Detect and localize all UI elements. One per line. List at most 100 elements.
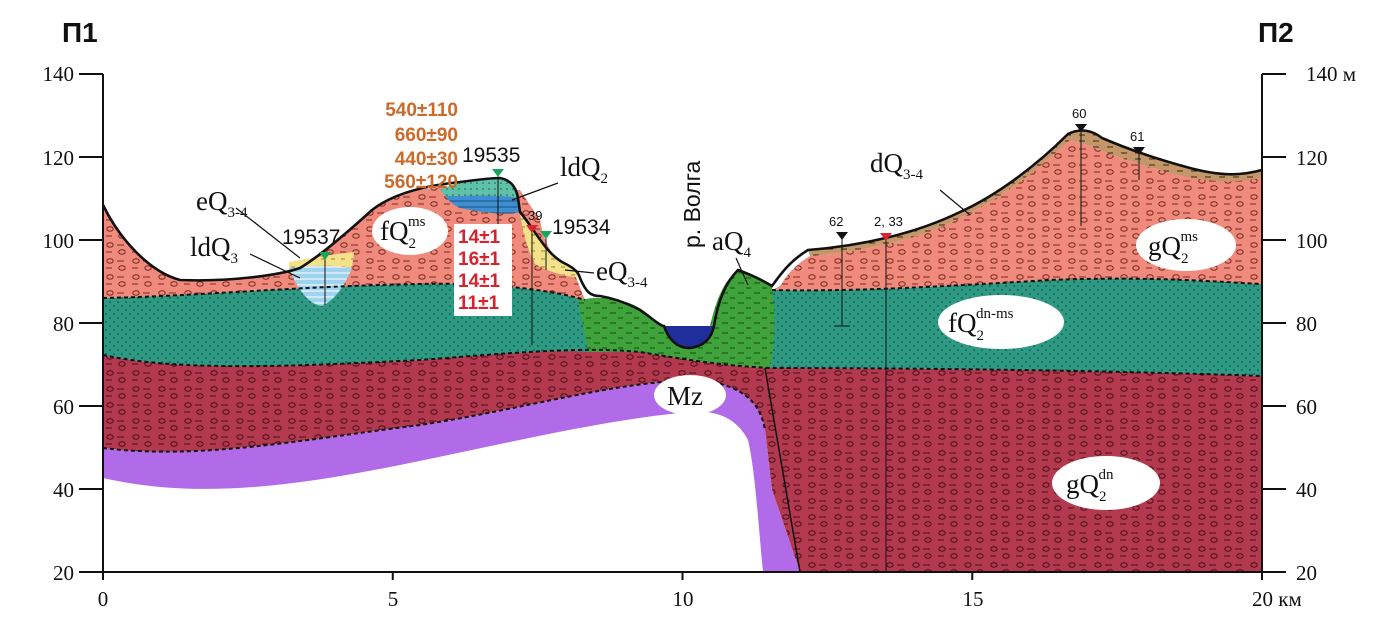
leader-aq4 <box>735 257 749 286</box>
well-39: 39 <box>528 208 542 223</box>
well-61: 61 <box>1130 129 1144 144</box>
label-eq34-right: eQ3-4 <box>596 256 648 291</box>
x-tick-5: 5 <box>388 587 399 611</box>
river-label: р. Волга <box>679 160 705 248</box>
fq2ms-sup: ms <box>408 214 426 230</box>
y-tick-left-100: 100 <box>43 229 75 253</box>
x-tick-15: 15 <box>963 587 984 611</box>
osl-age-2: 660±90 <box>395 125 458 146</box>
boundary-gq2dn-top <box>102 348 1263 377</box>
rc-age-1: 14±1 <box>458 227 501 248</box>
label-eq34-left: eQ3-4 <box>196 186 248 221</box>
unit-ldq2-body <box>445 195 520 214</box>
marker-62-icon <box>836 232 848 240</box>
ellipse-gq2dn <box>1052 456 1160 510</box>
leader-ldq3 <box>249 253 301 279</box>
gq2ms-base: gQ <box>1148 231 1182 261</box>
rc-age-3: 14±1 <box>458 271 501 292</box>
sample-19535: 19535 <box>462 144 520 167</box>
fq2ms-sub: 2 <box>409 236 417 252</box>
unit-ldq3-body <box>289 265 352 306</box>
x-tick-20-value: 20 <box>1252 587 1273 611</box>
y-tick-left-120: 120 <box>43 146 75 170</box>
y-tick-right-120: 120 <box>1296 146 1328 170</box>
unit-aq4-body <box>578 270 775 368</box>
y-tick-right-80: 80 <box>1296 312 1317 336</box>
y-tick-right-20: 20 <box>1296 561 1317 585</box>
unit-dq34-body <box>808 130 1262 256</box>
label-ldq3: ldQ3 <box>190 232 238 267</box>
gq2dn-sup: dn <box>1099 467 1115 483</box>
eq34-left-sub: 3-4 <box>227 205 247 221</box>
marker-19537-icon <box>319 252 331 260</box>
marker-19534-icon <box>540 231 552 239</box>
osl-age-4: 560±120 <box>384 172 458 193</box>
markers <box>319 124 1145 260</box>
leader-eq34-right <box>564 269 595 274</box>
unit-labels: eQ3-4 ldQ3 fQ2ms ldQ2 eQ3-4 aQ4 dQ3-4 gQ… <box>190 148 1198 505</box>
axis-labels: 140 120 100 80 60 40 20 140 м 120 100 80… <box>43 62 1357 611</box>
fq2dnms-sup: dn-ms <box>976 306 1014 322</box>
profile-end-label: П2 <box>1258 17 1294 48</box>
eq34-right-base: eQ <box>596 256 628 286</box>
osl-age-3: 440±30 <box>395 149 458 170</box>
rc-ages-box <box>454 224 512 316</box>
rc-age-2: 16±1 <box>458 249 501 270</box>
y-tick-right-140: 140 м <box>1306 62 1356 86</box>
fq2dnms-base: fQ <box>948 308 977 338</box>
osl-ages: 540±110 660±90 440±30 560±120 <box>384 100 458 193</box>
boreholes <box>324 130 1140 572</box>
unit-mz-body <box>103 380 800 572</box>
leader-lines <box>235 182 971 286</box>
leader-dq34 <box>939 189 971 216</box>
marker-19535-icon <box>492 169 504 177</box>
geologic-units <box>103 130 1262 572</box>
aq4-sub: 4 <box>743 245 751 261</box>
boundaries <box>101 129 1263 573</box>
marker-39-icon <box>526 225 538 233</box>
label-mz: Mz <box>667 381 703 411</box>
y-tick-left-140: 140 <box>43 62 75 86</box>
x-tick-10: 10 <box>673 587 694 611</box>
dq34-sub: 3-4 <box>903 167 923 183</box>
boundary-fault <box>764 367 801 573</box>
unit-gq2dn-body <box>103 349 1262 572</box>
x-unit: км <box>1278 587 1302 611</box>
label-fq2ms: fQ2 ms <box>380 214 426 252</box>
axis-ticks <box>79 73 1286 580</box>
fq2ms-base: fQ <box>380 216 409 246</box>
label-dq34: dQ3-4 <box>870 148 923 183</box>
y-tick-right-100: 100 <box>1296 229 1328 253</box>
well-2-33: 2, 33 <box>874 214 903 229</box>
topography-line <box>101 129 1263 350</box>
dq34-base: dQ <box>870 148 904 178</box>
label-fq2dnms: fQ2 dn-ms <box>948 306 1014 344</box>
gq2dn-sub: 2 <box>1099 489 1107 505</box>
gq2dn-base: gQ <box>1066 469 1100 499</box>
y-tick-right-40: 40 <box>1296 478 1317 502</box>
ldq2-sub: 2 <box>601 171 609 187</box>
eq34-right-sub: 3-4 <box>627 275 647 291</box>
y-tick-left-60: 60 <box>53 395 74 419</box>
x-tick-20: 20 км <box>1252 587 1302 611</box>
eq34-left-base: eQ <box>196 186 228 216</box>
y-tick-left-20: 20 <box>53 561 74 585</box>
fq2dnms-sub: 2 <box>977 328 985 344</box>
y-tick-left-80: 80 <box>53 312 74 336</box>
label-ldq2: ldQ2 <box>560 152 608 187</box>
label-ellipses <box>372 207 1236 510</box>
sample-labels: 19537 19535 19534 39 62 2, 33 60 61 <box>282 106 1144 249</box>
gq2ms-sup: ms <box>1181 229 1199 245</box>
sample-19534: 19534 <box>552 216 611 239</box>
unit-eq34-east-body <box>520 212 580 278</box>
marker-60-icon <box>1075 124 1087 132</box>
leader-ldq2 <box>511 182 559 201</box>
ellipse-fq2ms <box>372 207 448 255</box>
ldq3-base: ldQ <box>190 232 231 262</box>
well-62: 62 <box>829 214 843 229</box>
ldq3-sub: 3 <box>231 251 239 267</box>
y-unit: м <box>1343 62 1356 86</box>
gq2ms-sub: 2 <box>1181 251 1189 267</box>
y-tick-right-140-value: 140 <box>1306 62 1338 86</box>
